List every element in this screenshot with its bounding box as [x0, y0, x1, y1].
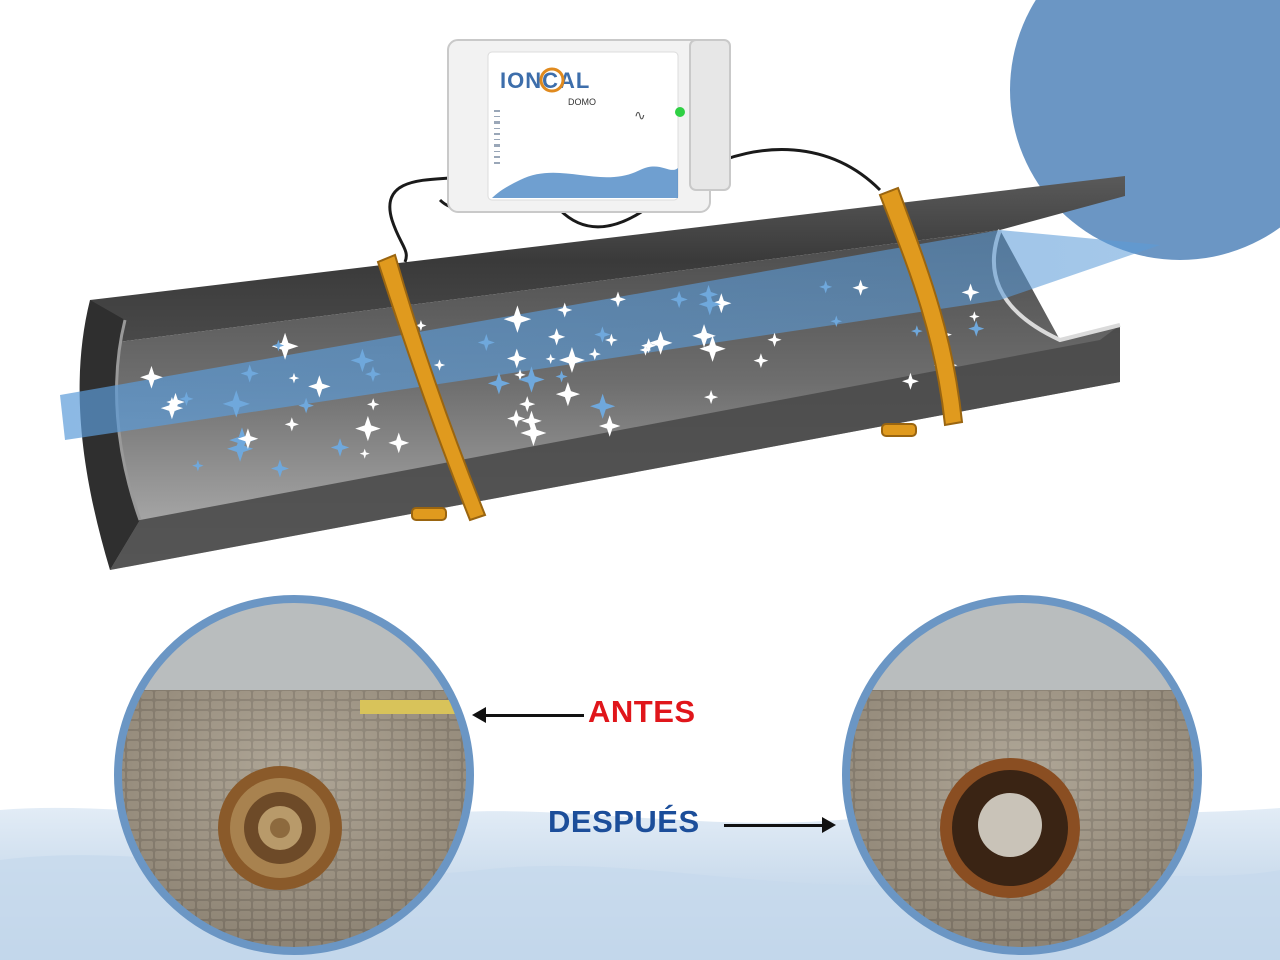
corner-accent-ring [998, 0, 1280, 272]
scale-crystals [140, 279, 985, 478]
crystal-icon [545, 353, 556, 365]
crystal-icon [477, 333, 495, 351]
crystal-icon [639, 344, 652, 356]
crystal-icon [520, 420, 547, 446]
crystal-icon [641, 338, 657, 354]
crystal-icon [514, 369, 526, 381]
crystal-icon [610, 291, 626, 308]
crystal-icon [767, 332, 782, 347]
crystal-icon [506, 348, 527, 369]
crystal-icon [588, 347, 601, 361]
crystal-icon [330, 438, 350, 457]
crystal-icon [557, 302, 573, 318]
arrow-right-icon [724, 817, 836, 833]
crystal-icon [359, 448, 370, 459]
before-pipe-photo [114, 595, 474, 955]
status-led-icon [675, 107, 685, 117]
water-flow-arrow [60, 230, 1160, 440]
before-label: ANTES [588, 694, 696, 729]
crystal-icon [388, 432, 410, 454]
crystal-icon [698, 293, 721, 316]
crystal-icon [270, 459, 289, 478]
crystal-icon [555, 382, 581, 407]
crystal-icon [711, 293, 732, 314]
arrow-left-icon [472, 707, 584, 723]
crystal-icon [830, 315, 843, 328]
sine-wave-icon: ∿ [634, 108, 646, 124]
crystal-icon [160, 396, 184, 420]
crystal-icon [222, 390, 250, 418]
device-logo-ring-icon [539, 67, 565, 93]
crystal-icon [350, 348, 375, 373]
device-water-splash [492, 166, 678, 198]
crystal-icon [968, 320, 985, 337]
crystal-icon [518, 366, 545, 393]
crystal-icon [704, 390, 719, 405]
crystal-icon [852, 279, 869, 296]
clamp-left [376, 253, 487, 522]
crystal-icon [590, 393, 616, 419]
crystal-icon [487, 372, 510, 395]
crystal-icon [598, 415, 621, 437]
crystal-icon [605, 333, 618, 347]
crystal-icon [594, 326, 611, 343]
crystal-icon [555, 370, 568, 383]
crystal-icon [559, 347, 585, 373]
crystal-icon [961, 283, 980, 302]
crystal-icon [298, 397, 314, 414]
crystal-icon [547, 328, 566, 346]
crystal-icon [902, 372, 919, 390]
crystal-icon [179, 391, 194, 406]
barcode-icon [494, 110, 500, 164]
crystal-icon [166, 392, 185, 412]
crystal-icon [367, 398, 380, 411]
after-label: DESPUÉS [548, 804, 700, 839]
crystal-icon [699, 335, 726, 362]
crystal-icon [284, 417, 299, 432]
crystal-icon [819, 280, 833, 294]
crystal-icon [415, 320, 427, 332]
crystal-icon [192, 459, 204, 472]
crystal-icon [271, 332, 299, 360]
device-model-text: DOMO [568, 97, 596, 107]
crystal-icon [969, 311, 980, 322]
crystal-icon [648, 331, 673, 355]
after-pipe-photo [842, 595, 1202, 955]
ioncal-device: IONCAL DOMO ∿ [447, 39, 731, 213]
crystal-icon [521, 410, 542, 432]
crystal-icon [519, 396, 536, 413]
crystal-icon [288, 372, 300, 384]
crystal-icon [670, 290, 688, 309]
crystal-icon [503, 305, 532, 333]
crystal-icon [308, 375, 331, 398]
crystal-icon [699, 284, 719, 304]
crystal-icon [911, 325, 923, 337]
crystal-icon [240, 364, 259, 383]
crystal-icon [433, 359, 446, 371]
crystal-icon [692, 324, 716, 348]
pipe [79, 176, 1125, 570]
crystal-icon [365, 366, 381, 382]
corner-accent-circle [1010, 0, 1280, 260]
crystal-icon [507, 409, 526, 428]
clamp-right [878, 186, 964, 437]
crystal-icon [355, 415, 381, 442]
crystal-icon [272, 339, 285, 352]
crystal-icon [140, 365, 163, 389]
crystal-icon [237, 428, 259, 449]
crystal-icon [753, 353, 769, 369]
crystal-icon [227, 435, 254, 462]
